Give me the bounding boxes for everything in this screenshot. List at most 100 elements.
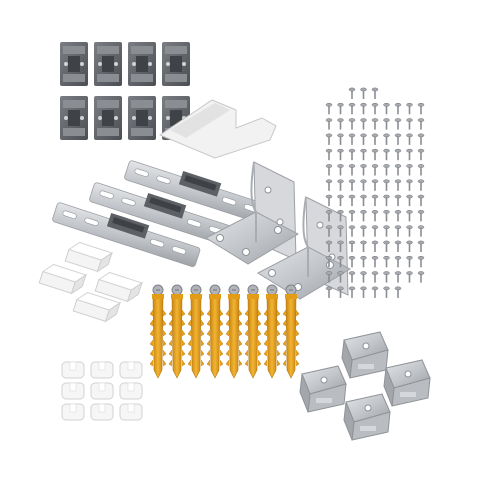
corner-clip xyxy=(343,393,391,441)
screw xyxy=(371,286,379,298)
screw xyxy=(371,210,379,222)
plastic-clip xyxy=(72,291,122,323)
corner-clip xyxy=(383,359,431,407)
wall-anchor xyxy=(206,284,224,379)
hinge-plate xyxy=(94,96,122,140)
steel-corner-clips xyxy=(299,331,431,441)
screw xyxy=(371,271,379,283)
screw xyxy=(337,148,344,161)
screw xyxy=(383,118,390,130)
screw xyxy=(383,164,390,176)
hinge-plate xyxy=(128,42,156,86)
screw xyxy=(348,118,356,130)
screw xyxy=(371,179,379,191)
spacer-block xyxy=(119,403,143,421)
screw xyxy=(406,210,413,222)
screw xyxy=(371,118,379,130)
screw xyxy=(371,87,379,99)
wall-anchor xyxy=(263,284,281,379)
screw xyxy=(383,225,390,237)
screw xyxy=(383,286,390,298)
screw xyxy=(337,194,344,207)
gray-hinge-plates xyxy=(60,42,190,140)
screw xyxy=(337,210,344,222)
screw xyxy=(325,255,333,268)
spacer-block xyxy=(90,361,114,379)
hinge-plate xyxy=(60,42,88,86)
screw xyxy=(383,240,390,252)
screw xyxy=(360,118,367,130)
screw xyxy=(325,194,333,207)
screw xyxy=(337,102,344,115)
steel-strap xyxy=(124,160,273,225)
screw xyxy=(383,133,390,145)
screw xyxy=(337,240,344,252)
spacer-block xyxy=(61,382,85,400)
white-plastic-clips xyxy=(38,241,144,323)
screw xyxy=(360,286,367,298)
screw xyxy=(325,102,333,115)
screw xyxy=(325,118,333,130)
screw xyxy=(360,148,367,161)
screw xyxy=(360,87,367,99)
screw xyxy=(348,240,356,252)
screw xyxy=(394,286,402,298)
spacer-block xyxy=(61,403,85,421)
hinge-plate xyxy=(60,96,88,140)
screw xyxy=(337,225,344,237)
screw xyxy=(325,210,333,222)
screw xyxy=(417,118,425,130)
steel-l-brackets xyxy=(204,161,352,300)
wall-anchor xyxy=(244,284,262,379)
spacer-block xyxy=(90,403,114,421)
screw xyxy=(406,102,413,115)
slotted-steel-straps xyxy=(52,160,273,267)
screw xyxy=(360,102,367,115)
screw xyxy=(360,164,367,176)
screw xyxy=(360,210,367,222)
corner-clip xyxy=(341,331,389,379)
screw xyxy=(337,255,344,268)
l-bracket xyxy=(256,196,352,300)
hinge-plate xyxy=(94,42,122,86)
screw xyxy=(394,102,402,115)
screw xyxy=(406,225,413,237)
spacer-block xyxy=(119,382,143,400)
screw xyxy=(394,164,402,176)
spacer-block xyxy=(119,361,143,379)
screw xyxy=(371,194,379,207)
screw xyxy=(383,271,390,283)
screw xyxy=(325,240,333,252)
screw xyxy=(348,148,356,161)
screw xyxy=(348,179,356,191)
screw xyxy=(325,179,333,191)
screw xyxy=(417,255,425,268)
screw xyxy=(394,255,402,268)
screw xyxy=(325,148,333,161)
screw xyxy=(383,102,390,115)
screw xyxy=(394,271,402,283)
steel-strap xyxy=(52,202,201,267)
screw xyxy=(383,255,390,268)
screw xyxy=(406,118,413,130)
screw xyxy=(371,133,379,145)
screw xyxy=(406,240,413,252)
screw xyxy=(348,87,356,99)
screw xyxy=(417,271,425,283)
corner-clip xyxy=(299,365,347,413)
screw xyxy=(417,210,425,222)
screw xyxy=(371,102,379,115)
screw xyxy=(337,179,344,191)
hinge-plate xyxy=(128,96,156,140)
screw xyxy=(325,164,333,176)
screw xyxy=(348,255,356,268)
screw xyxy=(337,133,344,145)
wall-anchor xyxy=(282,284,300,379)
screw xyxy=(360,240,367,252)
screw xyxy=(417,179,425,191)
screw xyxy=(348,164,356,176)
l-bracket xyxy=(204,161,300,265)
screw xyxy=(348,102,356,115)
wall-anchor xyxy=(187,284,205,379)
